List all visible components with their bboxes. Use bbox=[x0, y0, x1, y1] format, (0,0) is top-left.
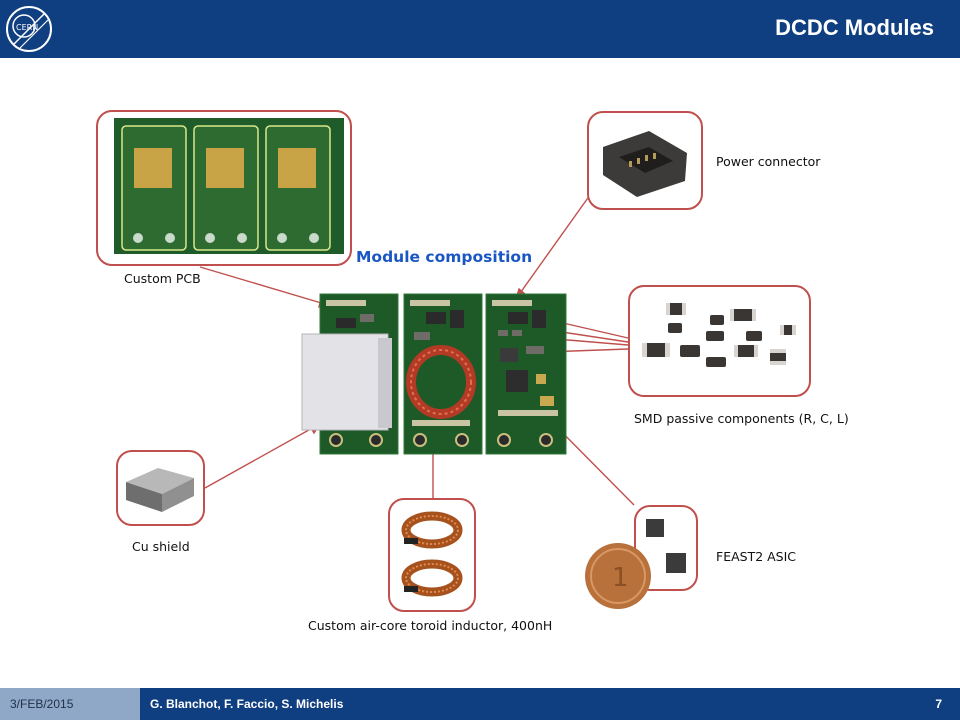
smd-components-image bbox=[642, 303, 796, 367]
module-1 bbox=[301, 293, 399, 455]
pcb-panel-image bbox=[114, 118, 344, 254]
slide-header: CERN DCDC Modules bbox=[0, 0, 960, 58]
coin-image: 1 bbox=[585, 543, 651, 609]
line-pcb bbox=[199, 266, 329, 306]
cern-logo: CERN bbox=[0, 0, 58, 58]
shield-label: Cu shield bbox=[132, 539, 190, 554]
module-3 bbox=[485, 293, 567, 455]
slide-footer: 3/FEB/2015 G. Blanchot, F. Faccio, S. Mi… bbox=[0, 688, 960, 720]
inductor-label: Custom air-core toroid inductor, 400nH bbox=[308, 618, 553, 633]
smd-bubble bbox=[628, 285, 811, 397]
footer-authors: G. Blanchot, F. Faccio, S. Michelis bbox=[150, 697, 344, 711]
feast2-asic-image bbox=[646, 519, 686, 573]
connector-label: Power connector bbox=[716, 154, 821, 169]
cu-shield-image bbox=[126, 468, 194, 512]
svg-text:CERN: CERN bbox=[16, 23, 38, 32]
line-connector bbox=[517, 194, 591, 297]
footer-date: 3/FEB/2015 bbox=[0, 688, 140, 720]
line-shield bbox=[204, 425, 317, 489]
page-number: 7 bbox=[935, 697, 942, 711]
toroid-inductor-image bbox=[401, 511, 463, 597]
power-connector-image bbox=[603, 131, 687, 197]
module-2 bbox=[403, 293, 483, 455]
connector-bubble bbox=[587, 111, 703, 210]
shield-bubble bbox=[116, 450, 205, 526]
asic-label: FEAST2 ASIC bbox=[716, 549, 797, 564]
slide-title: DCDC Modules bbox=[775, 15, 934, 40]
pcb-bubble bbox=[96, 110, 352, 266]
diagram-heading: Module composition bbox=[356, 248, 533, 266]
module-photo bbox=[301, 293, 567, 455]
svg-text:1: 1 bbox=[612, 563, 629, 593]
inductor-bubble bbox=[388, 498, 476, 612]
pcb-label: Custom PCB bbox=[124, 271, 201, 286]
smd-label: SMD passive components (R, C, L) bbox=[634, 411, 849, 426]
